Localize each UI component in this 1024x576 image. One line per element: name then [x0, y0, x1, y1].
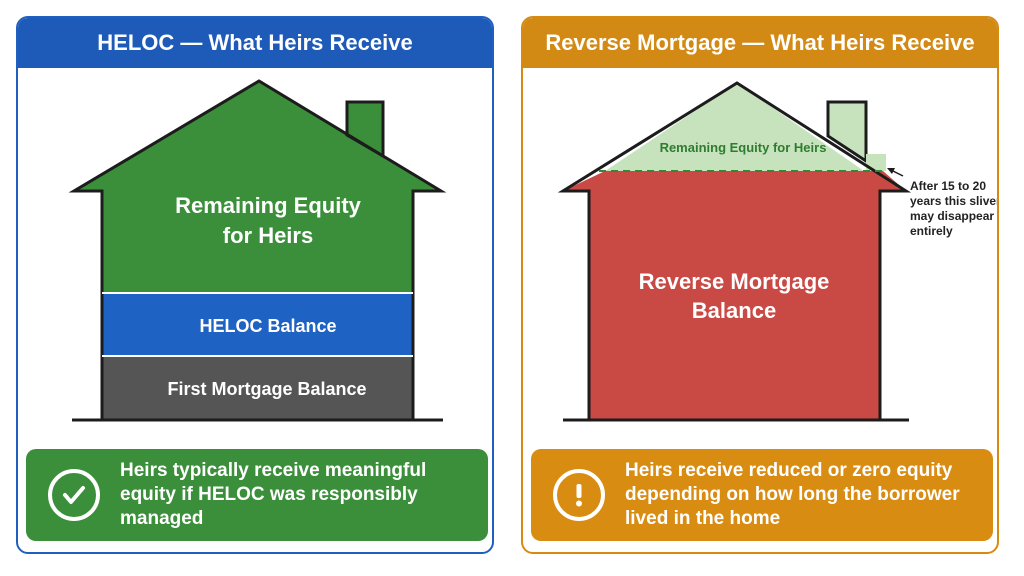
- heloc-equity-label-line1: Remaining Equity: [175, 193, 362, 218]
- first-mortgage-region: [102, 356, 413, 420]
- reverse-house-outline: [557, 81, 912, 420]
- heloc-house-outline: [68, 79, 447, 420]
- checkmark-icon: [48, 469, 100, 521]
- reverse-house-diagram: Remaining Equity for Heirs Reverse Mortg…: [557, 81, 912, 422]
- annotation-arrow-icon: [887, 168, 904, 177]
- first-mortgage-label: First Mortgage Balance: [167, 379, 366, 399]
- exclamation-icon: [553, 469, 605, 521]
- reverse-equity-label: Remaining Equity for Heirs: [660, 140, 827, 155]
- heloc-balance-region: [102, 293, 413, 356]
- heloc-equity-region: [74, 81, 441, 293]
- heloc-panel: HELOC — What Heirs Receive Remaining Equ…: [16, 16, 494, 554]
- heloc-panel-title: HELOC — What Heirs Receive: [18, 18, 492, 68]
- reverse-callout: Heirs receive reduced or zero equity dep…: [531, 449, 993, 541]
- heloc-house-diagram: Remaining Equity for Heirs HELOC Balance…: [68, 79, 447, 422]
- reverse-balance-label-line2: Balance: [692, 298, 776, 323]
- sliver-annotation: After 15 to 20 years this sliver may dis…: [910, 179, 999, 238]
- reverse-panel-title: Reverse Mortgage — What Heirs Receive: [523, 18, 997, 68]
- reverse-callout-text: Heirs receive reduced or zero equity dep…: [625, 460, 960, 529]
- heloc-equity-label-line2: for Heirs: [223, 223, 313, 248]
- heloc-balance-label: HELOC Balance: [199, 316, 336, 336]
- heloc-callout-text: Heirs typically receive meaningful equit…: [120, 460, 427, 529]
- reverse-balance-region: [563, 171, 906, 420]
- reverse-balance-label-line1: Reverse Mortgage: [639, 269, 830, 294]
- heloc-callout: Heirs typically receive meaningful equit…: [26, 449, 488, 541]
- reverse-mortgage-panel: Reverse Mortgage — What Heirs Receive Re…: [521, 16, 999, 554]
- reverse-equity-region: [605, 83, 864, 171]
